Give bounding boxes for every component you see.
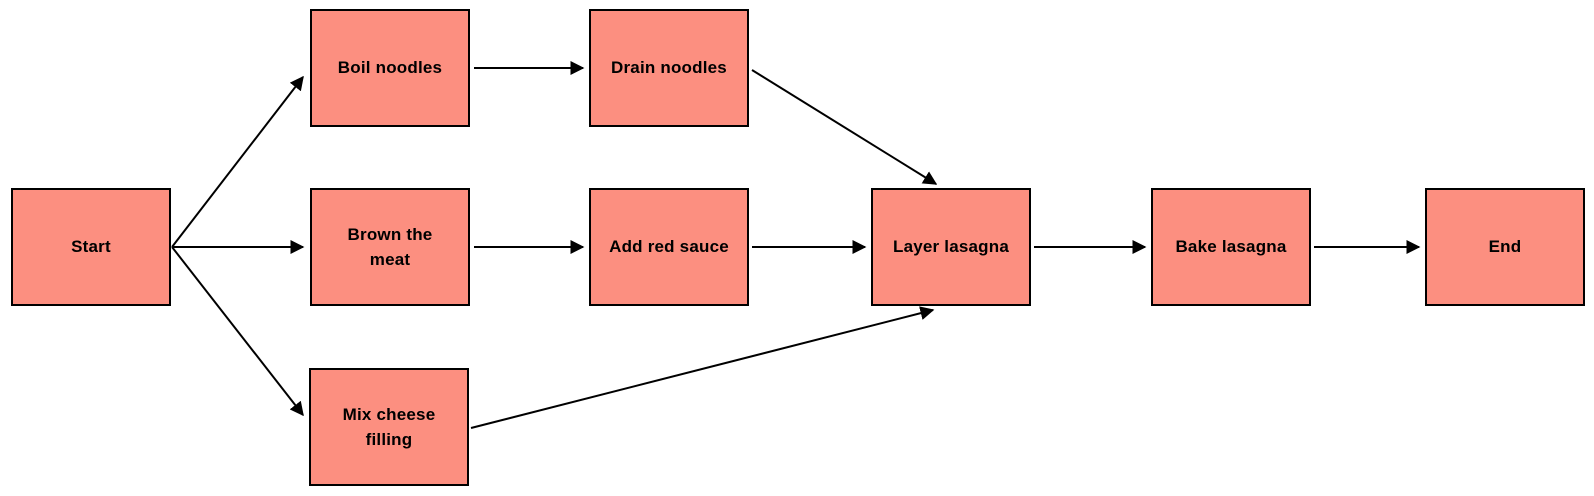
- node-brown-the-meat[interactable]: Brown the meat: [310, 188, 470, 306]
- node-brown-the-meat-label: Brown the meat: [347, 224, 433, 270]
- edge-mix-layer-arrow: [470, 306, 935, 429]
- edge-start-boil-arrow: [171, 75, 304, 248]
- node-add-red-sauce-label: Add red sauce: [609, 237, 729, 257]
- edge-start-mix-arrow: [171, 246, 304, 417]
- node-mix-cheese-filling-label: Mix cheese filling: [342, 404, 436, 450]
- node-drain-noodles[interactable]: Drain noodles: [589, 9, 749, 127]
- node-start[interactable]: Start: [11, 188, 171, 306]
- node-start-label: Start: [71, 237, 111, 257]
- node-layer-lasagna-label: Layer lasagna: [893, 237, 1009, 257]
- node-add-red-sauce[interactable]: Add red sauce: [589, 188, 749, 306]
- node-end[interactable]: End: [1425, 188, 1585, 306]
- node-layer-lasagna[interactable]: Layer lasagna: [871, 188, 1031, 306]
- edge-drain-layer-arrow: [751, 69, 938, 185]
- node-bake-lasagna-label: Bake lasagna: [1175, 237, 1287, 257]
- node-end-label: End: [1488, 237, 1522, 257]
- node-bake-lasagna[interactable]: Bake lasagna: [1151, 188, 1311, 306]
- node-boil-noodles[interactable]: Boil noodles: [310, 9, 470, 127]
- node-drain-noodles-label: Drain noodles: [611, 58, 727, 78]
- node-mix-cheese-filling[interactable]: Mix cheese filling: [309, 368, 469, 486]
- node-boil-noodles-label: Boil noodles: [337, 58, 443, 78]
